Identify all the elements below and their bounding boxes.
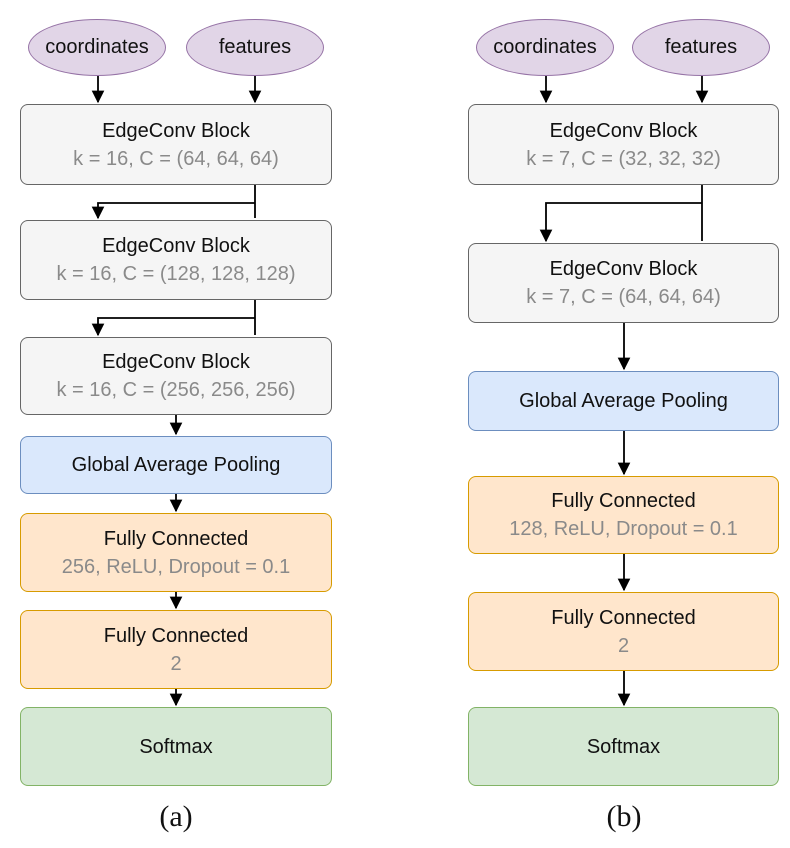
block-params: k = 7, C = (64, 64, 64) — [526, 286, 721, 308]
input-features-a: features — [186, 19, 324, 76]
block-title: EdgeConv Block — [549, 119, 698, 142]
edgeconv-block-b1: EdgeConv Block k = 7, C = (32, 32, 32) — [468, 104, 779, 185]
block-params: k = 16, C = (256, 256, 256) — [56, 379, 296, 401]
input-features-b: features — [632, 19, 770, 76]
block-title: Fully Connected — [103, 527, 249, 550]
block-title: Softmax — [586, 735, 661, 758]
edgeconv-block-b2: EdgeConv Block k = 7, C = (64, 64, 64) — [468, 243, 779, 323]
block-params: 128, ReLU, Dropout = 0.1 — [509, 518, 738, 540]
global-average-pooling-b: Global Average Pooling — [468, 371, 779, 431]
fully-connected-a2: Fully Connected 2 — [20, 610, 332, 689]
block-title: Global Average Pooling — [519, 390, 728, 412]
edgeconv-block-a2: EdgeConv Block k = 16, C = (128, 128, 12… — [20, 220, 332, 300]
block-title: EdgeConv Block — [102, 351, 250, 373]
block-title: EdgeConv Block — [102, 235, 250, 257]
edgeconv-block-a1: EdgeConv Block k = 16, C = (64, 64, 64) — [20, 104, 332, 185]
edgeconv-block-a3: EdgeConv Block k = 16, C = (256, 256, 25… — [20, 337, 332, 415]
block-title: Global Average Pooling — [71, 454, 281, 476]
block-params: 2 — [170, 652, 182, 675]
block-title: Fully Connected — [551, 490, 696, 512]
caption-b: (b) — [606, 800, 642, 833]
block-params: k = 16, C = (128, 128, 128) — [56, 263, 296, 285]
fully-connected-a1: Fully Connected 256, ReLU, Dropout = 0.1 — [20, 513, 332, 592]
edge-b-block1-to-block2 — [546, 185, 703, 241]
block-params: 256, ReLU, Dropout = 0.1 — [61, 555, 291, 578]
fully-connected-b2: Fully Connected 2 — [468, 592, 779, 671]
input-coordinates-a: coordinates — [28, 19, 166, 76]
global-average-pooling-a: Global Average Pooling — [20, 436, 332, 494]
block-title: EdgeConv Block — [102, 119, 250, 142]
block-params: k = 7, C = (32, 32, 32) — [526, 147, 721, 170]
block-params: k = 16, C = (64, 64, 64) — [73, 147, 279, 170]
block-title: Fully Connected — [103, 624, 249, 647]
edge-a-block1-to-block2 — [98, 185, 256, 218]
caption-a: (a) — [159, 800, 193, 833]
fully-connected-b1: Fully Connected 128, ReLU, Dropout = 0.1 — [468, 476, 779, 554]
block-params: 2 — [617, 634, 630, 657]
edge-a-block2-to-block3 — [98, 300, 256, 335]
block-title: EdgeConv Block — [549, 258, 698, 280]
softmax-b: Softmax — [468, 707, 779, 786]
block-title: Softmax — [139, 735, 213, 758]
softmax-a: Softmax — [20, 707, 332, 786]
input-coordinates-b: coordinates — [476, 19, 614, 76]
block-title: Fully Connected — [551, 606, 696, 629]
